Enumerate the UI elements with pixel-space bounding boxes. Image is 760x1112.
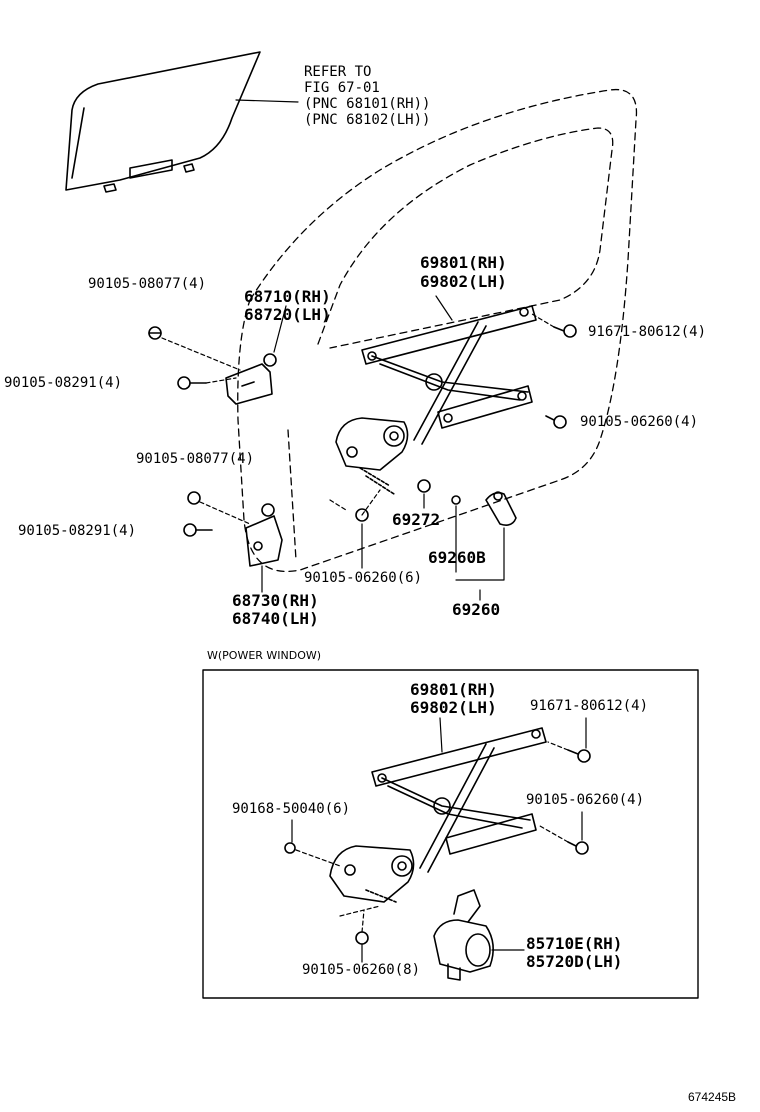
bolt-label-c: 90105-08077(4) [136,451,255,467]
bolt-label-f: 90105-06260(4) [580,414,699,430]
hinge-lower-rh: 68730(RH) [232,591,319,610]
bolt-icon [148,326,162,340]
clip-icon [417,479,461,505]
lower-bolt-label-d: 90105-06260(8) [302,962,421,978]
bolt-icon [567,841,589,855]
door-hinge-lower-icon [245,503,283,567]
window-handle-icon [485,491,517,526]
bolt-label-a: 90105-08077(4) [88,276,207,292]
bolt-icon [177,376,207,390]
door-frame-outline [237,88,638,572]
hinge-upper-rh: 68710(RH) [244,287,331,306]
regulator-lower-lh: 69802(LH) [410,698,497,717]
lower-bolt-label-b: 90105-06260(4) [526,792,645,808]
part-69260: 69260 [452,600,501,619]
refer-line-3: (PNC 68101(RH)) [304,96,431,112]
refer-line-1: REFER TO [304,64,372,80]
bolt-icon [355,508,369,522]
part-69260b: 69260B [428,548,486,567]
bolt-icon [545,415,567,429]
refer-line-4: (PNC 68102(LH)) [304,112,431,128]
bolt-icon [183,523,213,537]
power-window-box [202,669,699,999]
hinge-upper-lh: 68720(LH) [244,305,331,324]
motor-rh: 85710E(RH) [526,934,623,953]
bolt-icon [553,324,577,338]
bolt-icon [284,842,296,854]
part-69272: 69272 [392,510,441,529]
bolt-label-d: 90105-08291(4) [18,523,137,539]
motor-lh: 85720D(LH) [526,952,623,971]
window-motor-icon [433,889,494,981]
regulator-lower-rh: 69801(RH) [410,680,497,699]
window-regulator-lower [329,727,547,903]
power-window-title: W(POWER WINDOW) [207,649,322,662]
bolt-icon [567,749,591,763]
window-regulator-upper [335,305,537,495]
refer-line-2: FIG 67-01 [304,80,380,96]
bolt-label-g: 90105-06260(6) [304,570,423,586]
hinge-lower-lh: 68740(LH) [232,609,319,628]
figure-code: 674245B [688,1090,737,1104]
bolt-icon [187,491,201,505]
bolt-label-b: 90105-08291(4) [4,375,123,391]
bolt-icon [355,931,369,945]
lower-bolt-label-c: 90168-50040(6) [232,801,351,817]
regulator-upper-rh: 69801(RH) [420,253,507,272]
door-hinge-upper-icon [225,353,277,405]
lower-bolt-label-a: 91671-80612(4) [530,698,649,714]
regulator-upper-lh: 69802(LH) [420,272,507,291]
door-glass-icon [65,51,261,193]
bolt-label-e: 91671-80612(4) [588,324,707,340]
